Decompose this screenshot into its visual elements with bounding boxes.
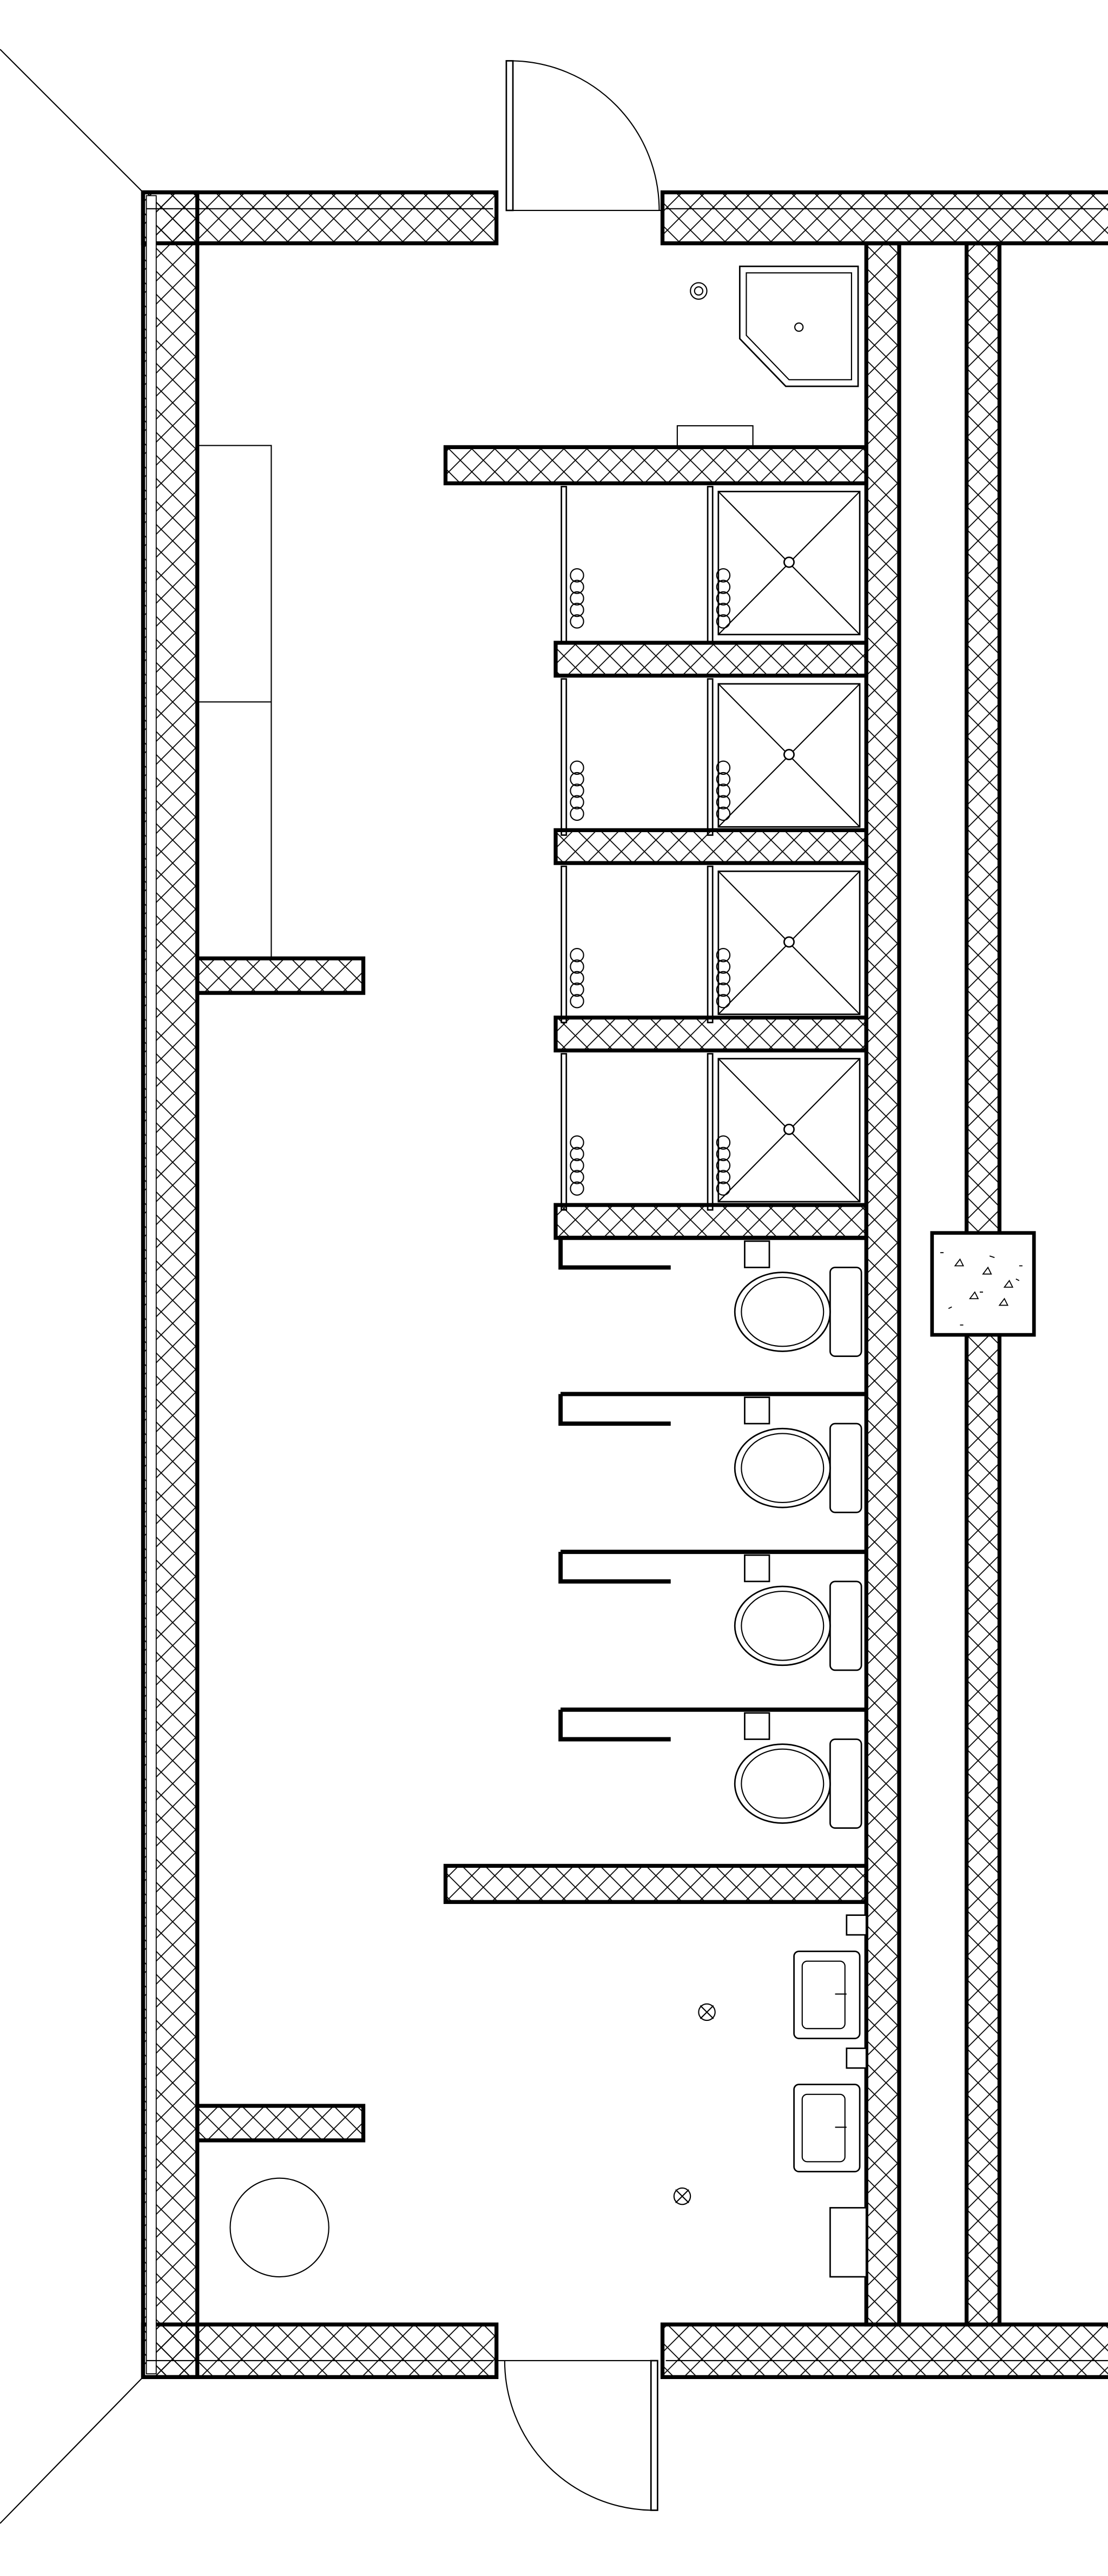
shower-stall bbox=[553, 641, 868, 836]
stall-door bbox=[558, 1237, 671, 1270]
shower-stall bbox=[553, 1016, 868, 1211]
toilet-bowl bbox=[734, 1427, 831, 1508]
curtain-rod bbox=[707, 678, 714, 836]
curtain-rod bbox=[707, 485, 714, 644]
shower-drain-icon bbox=[783, 1123, 795, 1135]
curtain-rod bbox=[560, 1053, 568, 1211]
curtain-rod bbox=[707, 1053, 714, 1211]
toilet-stall bbox=[558, 1550, 867, 1671]
curtain-rod bbox=[560, 678, 568, 836]
shower-divider-wall bbox=[553, 828, 868, 865]
entry-door-top[interactable] bbox=[505, 60, 663, 212]
site-line-top bbox=[0, 49, 144, 193]
entry-door-bottom[interactable] bbox=[496, 2360, 658, 2511]
hand-dryer bbox=[829, 2207, 867, 2278]
shower-curtain bbox=[570, 568, 584, 629]
shower-curtain bbox=[570, 1135, 584, 1196]
toilet-bowl bbox=[734, 1743, 831, 1824]
exterior-walls bbox=[141, 190, 1108, 2380]
soap-dispenser bbox=[846, 1914, 867, 1936]
curtain-rod bbox=[560, 865, 568, 1024]
round-table bbox=[229, 2177, 329, 2278]
toilet-seat bbox=[741, 1748, 825, 1819]
soap-dispenser bbox=[846, 2047, 867, 2069]
toilet-stall bbox=[558, 1235, 867, 1357]
shower-curtain bbox=[570, 760, 584, 821]
floor-drain-icon bbox=[690, 282, 708, 300]
shower-curtain bbox=[716, 760, 731, 821]
toilet-seat bbox=[741, 1276, 825, 1347]
shower-drain-icon bbox=[783, 936, 795, 948]
toilet-paper-holder bbox=[744, 1396, 770, 1425]
site-line-bottom bbox=[0, 2376, 144, 2524]
toilet-seat bbox=[741, 1433, 825, 1504]
sink bbox=[793, 2084, 861, 2172]
stub-wall-upper bbox=[195, 956, 366, 995]
floor-drain-icon bbox=[673, 2187, 691, 2205]
toilet-paper-holder bbox=[744, 1554, 770, 1583]
toilet-seat bbox=[741, 1591, 825, 1661]
toilet-tank bbox=[829, 1738, 862, 1829]
shower-drain-icon bbox=[783, 749, 795, 761]
plumbing-chase-wall bbox=[864, 241, 901, 2327]
toilet-stall bbox=[558, 1707, 867, 1829]
shower-drain-icon bbox=[783, 556, 795, 568]
stall-door bbox=[558, 1394, 671, 1426]
utility-box bbox=[676, 425, 754, 448]
toilet-stall bbox=[558, 1392, 867, 1513]
shower-divider-wall bbox=[553, 1016, 868, 1053]
stall-door bbox=[558, 1709, 671, 1742]
toilet-bowl bbox=[734, 1271, 831, 1352]
shower-curtain bbox=[716, 568, 731, 629]
shower-divider-wall bbox=[553, 641, 868, 678]
shower-curtain bbox=[570, 948, 584, 1009]
toilet-paper-holder bbox=[744, 1712, 770, 1740]
shower-curtain bbox=[716, 1135, 731, 1196]
partition-wall-upper bbox=[443, 445, 868, 485]
shower-stall bbox=[560, 485, 861, 644]
curtain-rod bbox=[560, 485, 568, 644]
stall-door bbox=[558, 1552, 671, 1584]
toilet-tank bbox=[829, 1422, 862, 1513]
toilet-tank bbox=[829, 1267, 862, 1357]
shower-curtain bbox=[716, 948, 731, 1009]
shower-stalls bbox=[553, 485, 868, 1240]
toilet-bowl bbox=[734, 1585, 831, 1666]
curtain-rod bbox=[707, 865, 714, 1024]
floor-drain-icon bbox=[698, 2003, 716, 2021]
sink bbox=[793, 1951, 861, 2039]
shower-stall bbox=[553, 828, 868, 1024]
corner-shower bbox=[738, 265, 859, 387]
partition-wall-lower bbox=[443, 1863, 868, 1904]
stub-wall-lower bbox=[195, 2104, 366, 2143]
concrete-column bbox=[930, 1231, 1036, 1337]
shower-divider-wall bbox=[553, 1203, 868, 1240]
toilet-paper-holder bbox=[744, 1240, 770, 1268]
toilet-tank bbox=[829, 1580, 862, 1671]
bench bbox=[196, 445, 272, 959]
toilet-stalls bbox=[558, 1235, 867, 1829]
